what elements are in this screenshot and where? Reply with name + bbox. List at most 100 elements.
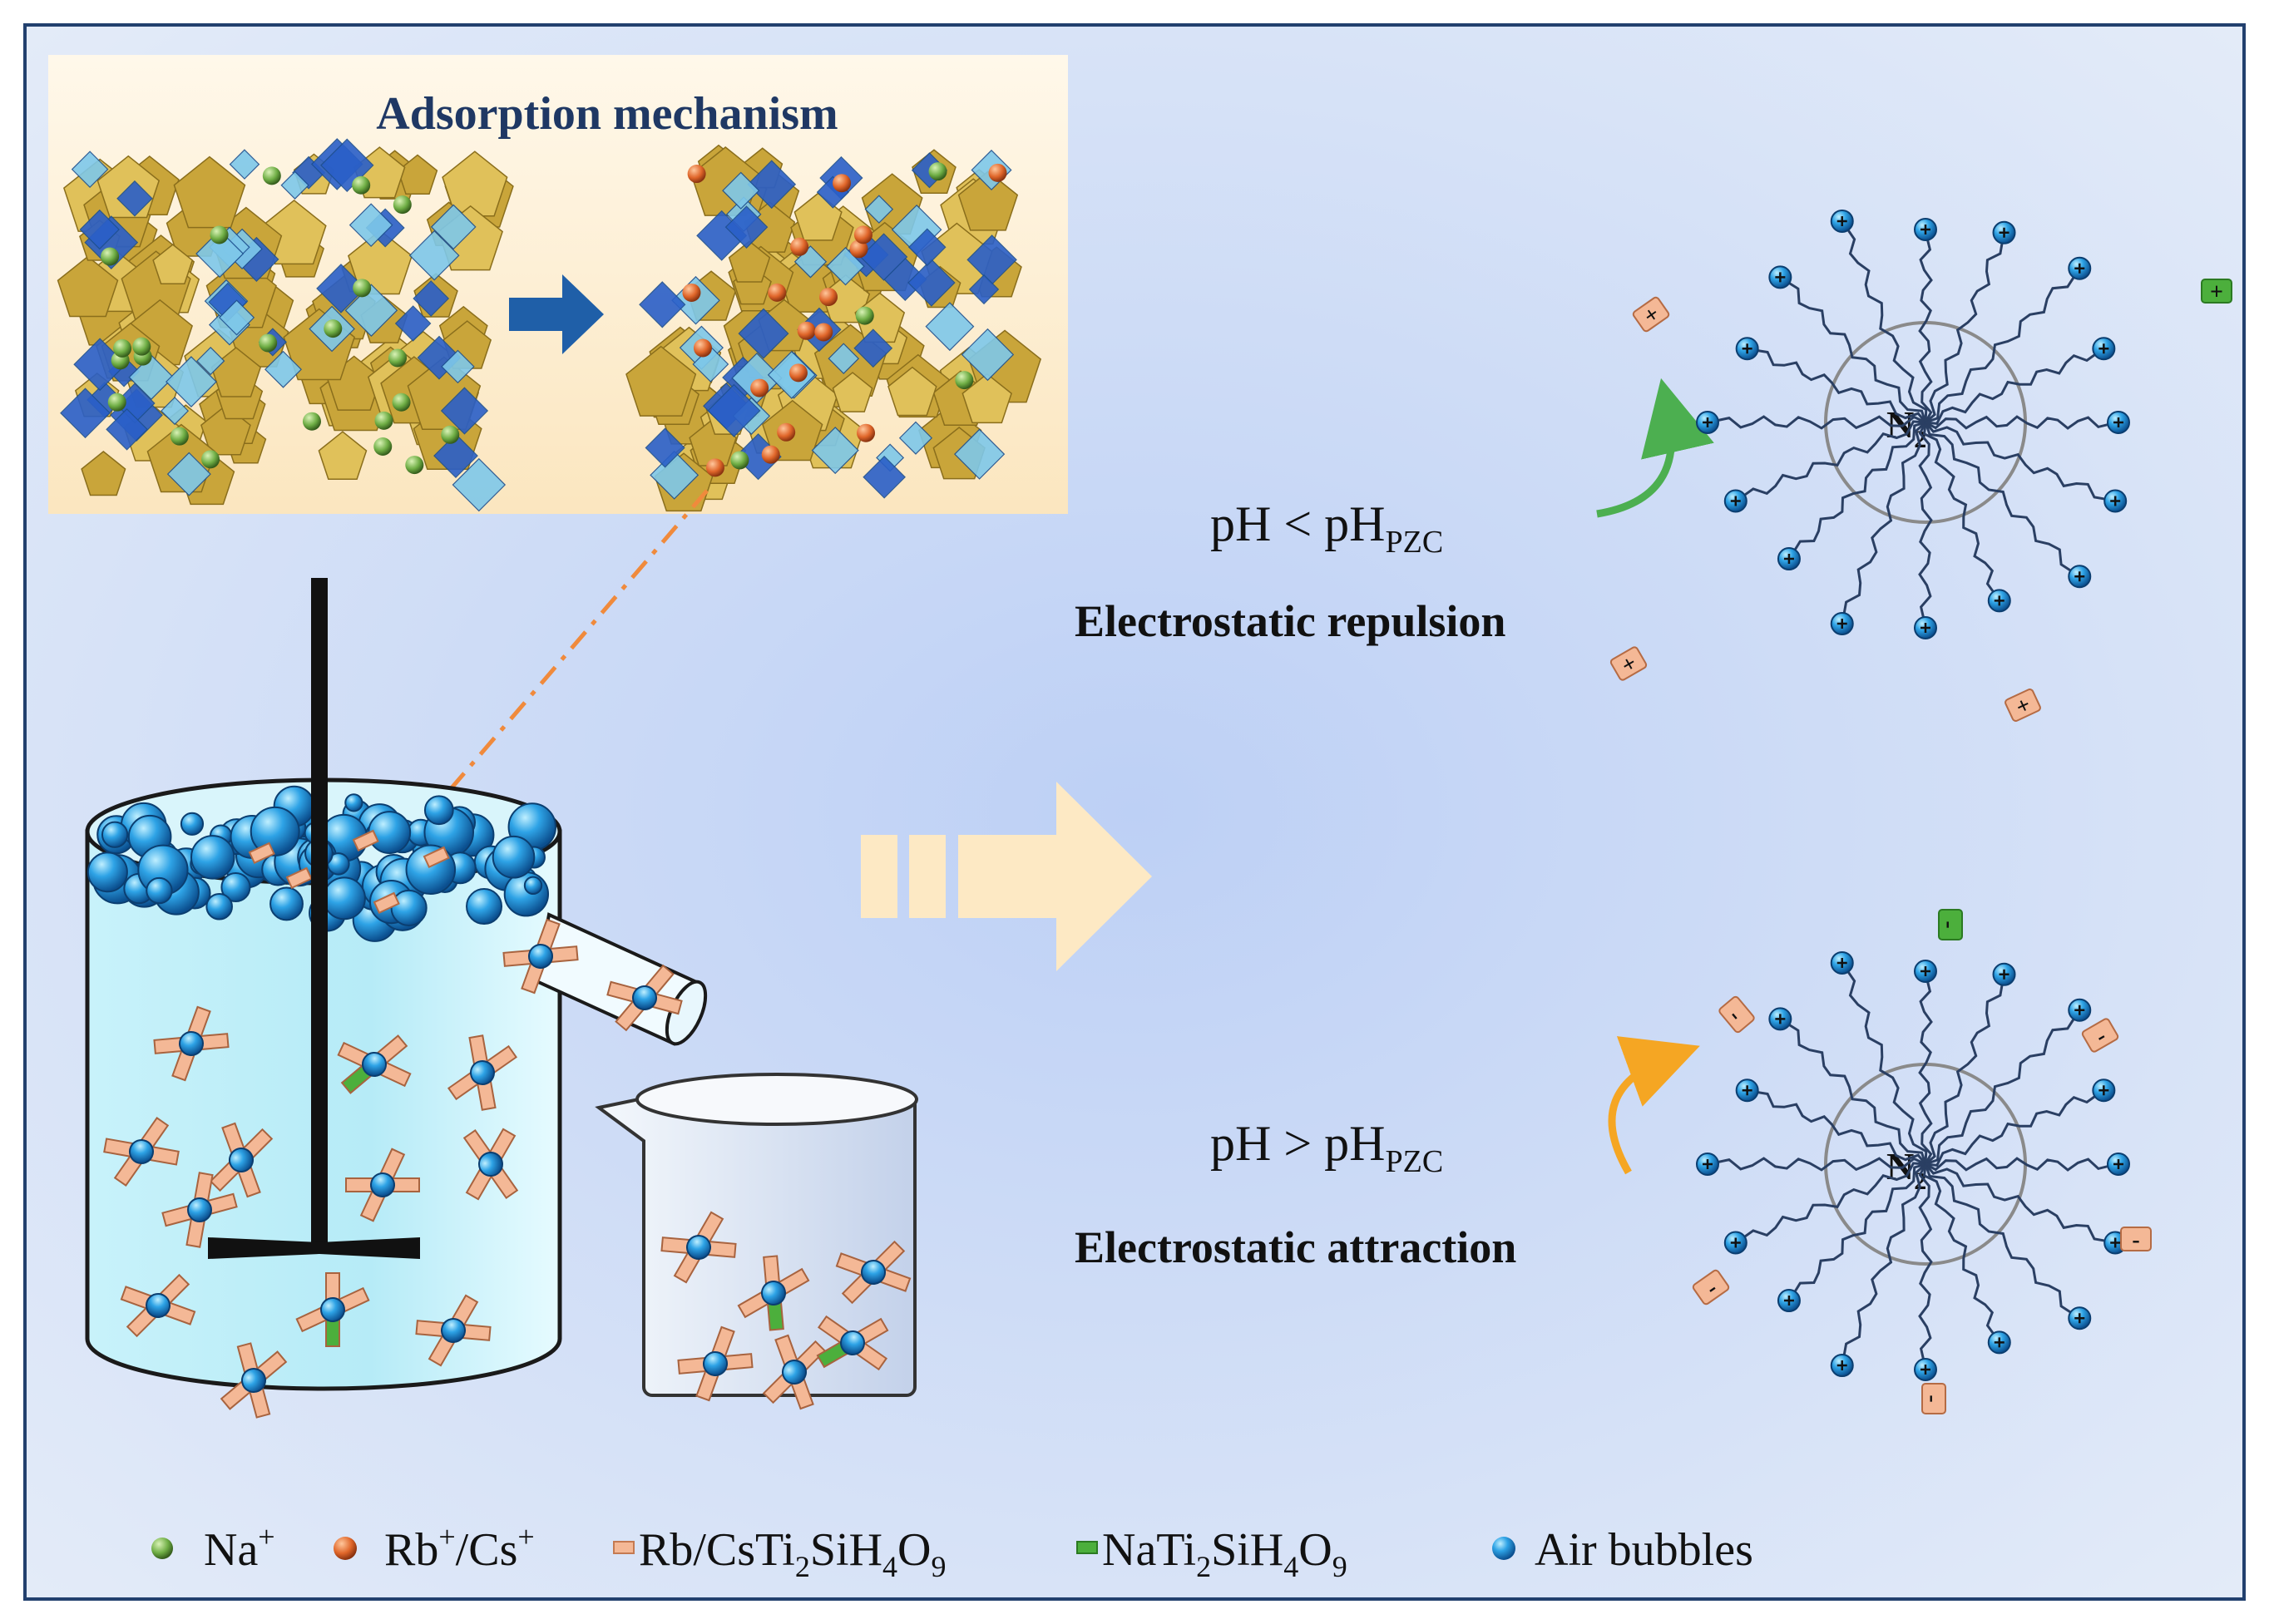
tetrahedron [907,228,947,267]
mineral-particle [762,1334,827,1410]
mineral-particle [220,1342,288,1419]
tetrahedron [413,280,450,317]
mineral-particle [462,1128,519,1201]
tetrahedron [116,180,153,217]
collector-tail [1925,1157,2109,1172]
mineral-particle [816,1315,889,1371]
particle-body [1718,995,1755,1034]
collector-bubble-attraction: N2 [1696,950,2130,1381]
tetrahedron [106,408,148,451]
tetrahedron [828,343,860,374]
polyhedron [318,431,368,481]
plus-sign [1999,227,2009,238]
plus-sign [1999,969,2009,980]
particle-bubble [861,1260,886,1285]
charged-particle: - [2081,1018,2119,1053]
polyhedron [728,240,771,283]
ph-high-label: pH > pHPZC [1210,1116,1443,1179]
tetrahedron [166,452,211,496]
mineral-particle [345,1148,420,1222]
tetrahedron [229,149,260,180]
tetrahedron [79,209,120,250]
loaded-mineral [285,866,313,890]
air-bubble [190,835,235,880]
air-bubble [466,888,503,926]
crystal-structure-before [57,138,514,512]
tetrahedron [349,203,393,247]
cation-sphere [373,437,393,457]
tetrahedron [724,205,769,249]
tetrahedron [859,233,908,281]
cation-sphere [262,166,281,185]
tetrahedron [196,346,225,376]
collector-tail [1925,415,2109,430]
collector-tail [1923,1163,1995,1335]
collector-tail [1787,281,1927,423]
tetrahedron [853,328,893,368]
mineral-particle [103,1116,180,1187]
particle-body [1692,1269,1730,1306]
plus-sign [1742,1085,1752,1096]
plus-sign [1730,1237,1741,1248]
mineral-particle [502,918,579,995]
plus-sign [1994,595,2005,606]
polyhedron [81,451,126,496]
legend-air-bubble-icon [1492,1537,1515,1560]
charged-particle: - [2120,1227,2152,1253]
tetrahedron [441,349,475,384]
air-bubble [250,806,300,856]
cation-sphere [761,445,780,464]
polyhedron [625,345,697,417]
plus-sign [1836,215,1847,226]
stirrer [208,578,420,1259]
mineral-particle [835,1240,912,1305]
plus-sign [2074,1005,2085,1015]
beaker-particles [660,1211,912,1410]
cation-sphere [790,237,809,256]
charged-particle: - [1920,1383,1946,1414]
collector-tail [1757,1091,1927,1165]
particle-bubble [478,1152,503,1177]
mineral-particle [677,1325,754,1402]
particle-bubble [840,1330,865,1355]
particle-bubble [179,1031,204,1056]
mineral-particle [209,1122,274,1198]
attraction-label: Electrostatic attraction [1075,1222,1516,1272]
plus-sign [1775,1014,1786,1024]
collector-tail [1717,415,1926,430]
tetrahedron [408,230,460,281]
cation-sphere [113,338,132,358]
plus-sign [2098,1085,2109,1096]
mineral-particle [337,1034,412,1094]
cation-sphere [855,306,874,325]
condition-low-ph: pH < pHPZC Electrostatic repulsion [1075,378,1714,646]
cation-sphere [170,427,189,446]
collector-tail [1793,421,1926,551]
air-bubble [492,835,536,879]
collector-tail [1793,1162,1926,1293]
cation-sphere [441,425,460,444]
tank-particles [103,918,683,1419]
cation-sphere [682,283,701,302]
froth-layer [87,785,556,942]
particle-bubble [470,1060,495,1085]
charged-particle: + [1609,646,1648,681]
mineral-particle [447,1034,518,1111]
tetrahedron [433,433,478,479]
polyhedron [57,255,119,318]
collector-tail [1924,1163,2072,1314]
free-ions: ++++------ [1609,279,2232,1414]
polyhedron [261,199,327,265]
particle-body [1921,1383,1946,1414]
plus-sign [1730,496,1741,506]
polyhedron [887,366,937,417]
air-bubble [390,889,428,926]
air-bubble [344,793,363,812]
cation-sphere [687,165,706,184]
mineral-particle [153,1005,230,1082]
cation-sphere [955,371,974,390]
tetrahedron [954,428,1006,480]
mineral-particle [120,1273,196,1338]
cation-sphere [988,163,1007,182]
